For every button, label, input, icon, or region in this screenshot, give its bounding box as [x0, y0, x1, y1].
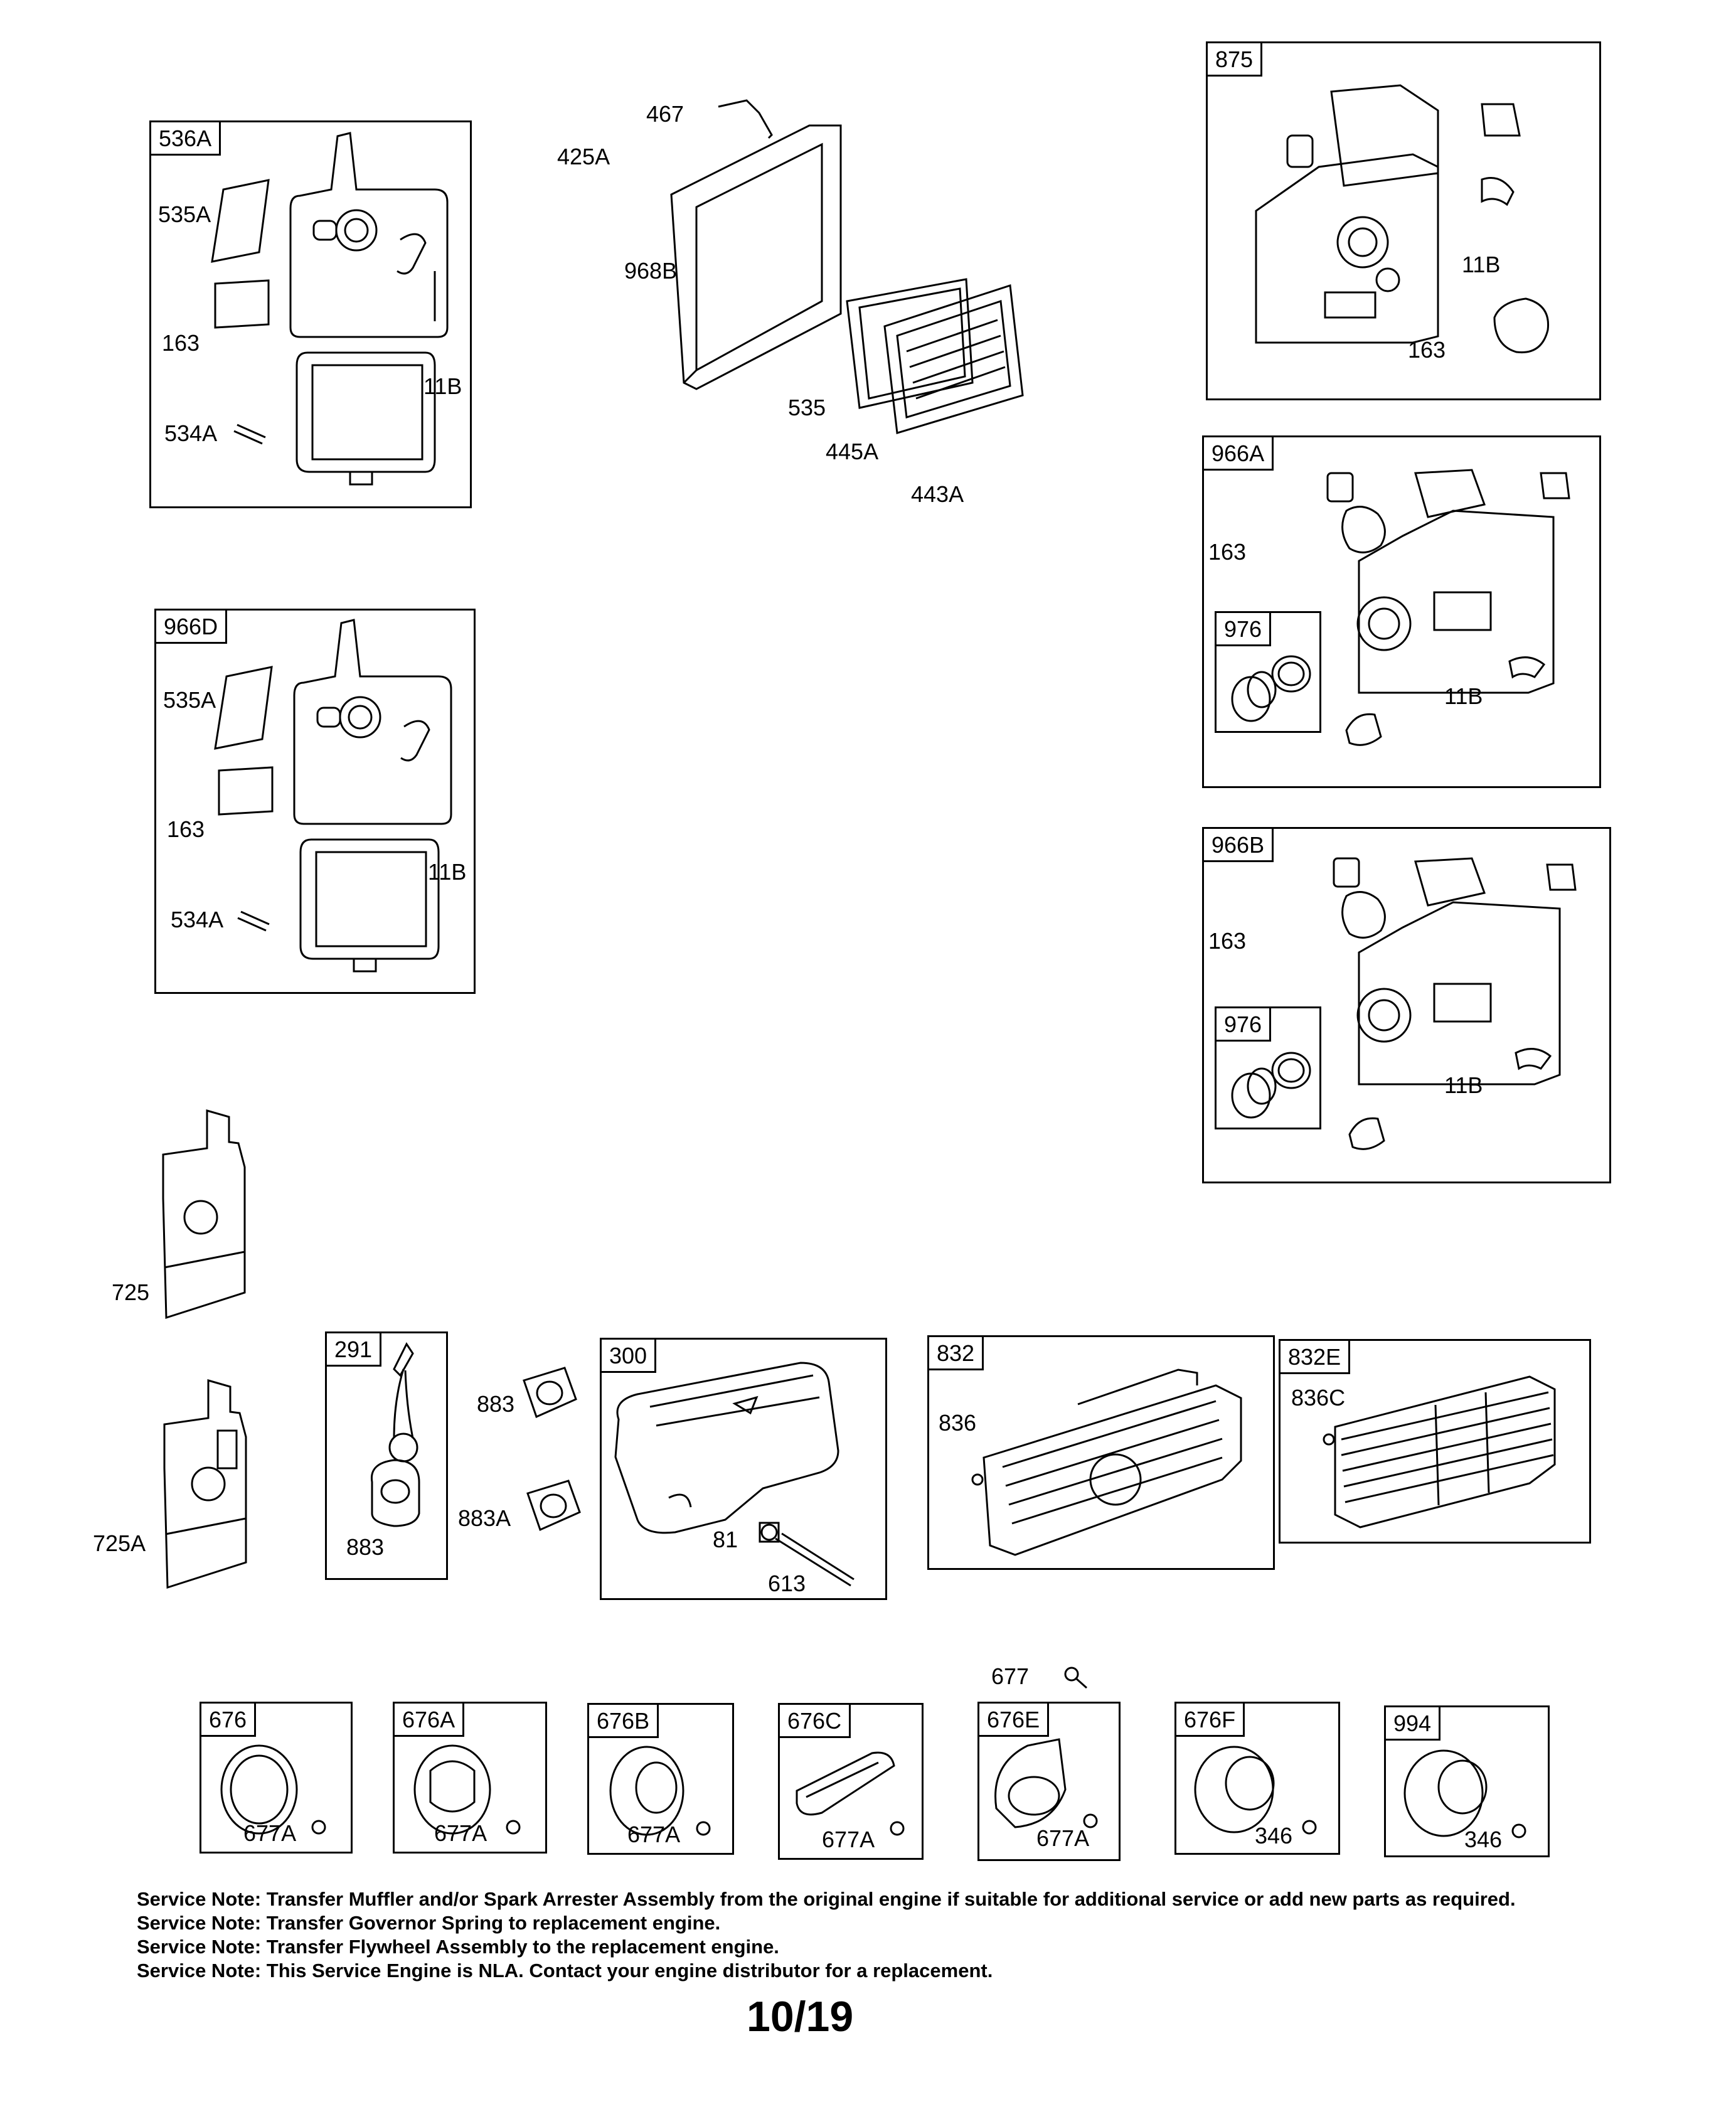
service-notes: Service Note: Transfer Muffler and/or Sp… — [137, 1887, 1516, 1983]
deflector-676-illustration — [200, 1702, 353, 1854]
box-tag: 676B — [589, 1705, 659, 1738]
box-966D: 966D — [154, 609, 476, 994]
box-tag: 875 — [1208, 43, 1263, 77]
carburetor-illustration — [1202, 827, 1611, 1183]
box-832E: 832E — [1279, 1339, 1591, 1544]
label-534A: 534A — [164, 420, 218, 446]
heat-shield-725A-illustration — [158, 1374, 265, 1594]
box-tag: 966D — [156, 611, 228, 644]
service-note: Service Note: This Service Engine is NLA… — [137, 1960, 993, 1982]
label-11B: 11B — [1462, 252, 1501, 277]
box-tag: 291 — [327, 1333, 382, 1367]
box-tag: 832E — [1281, 1341, 1351, 1374]
label-346: 346 — [1255, 1823, 1293, 1849]
label-163: 163 — [1208, 539, 1247, 565]
carburetor-illustration — [1206, 41, 1601, 400]
carburetor-illustration — [1202, 435, 1601, 788]
box-875: 875 — [1206, 41, 1601, 400]
label-677A: 677A — [822, 1827, 875, 1852]
gasket-883A-illustration — [518, 1475, 587, 1537]
label-677A: 677A — [243, 1820, 297, 1846]
label-725: 725 — [112, 1279, 150, 1305]
label-883: 883 — [477, 1391, 515, 1417]
label-535A: 535A — [158, 201, 211, 227]
label-11B: 11B — [1444, 683, 1483, 709]
box-676F: 676F — [1174, 1702, 1340, 1855]
label-467: 467 — [646, 101, 684, 127]
label-346: 346 — [1464, 1827, 1503, 1852]
box-tag: 676F — [1176, 1704, 1245, 1737]
air-cleaner-illustration — [149, 120, 472, 508]
label-613: 613 — [768, 1571, 806, 1596]
box-291: 291 — [325, 1331, 448, 1580]
box-tag: 994 — [1386, 1707, 1441, 1741]
box-tag: 966B — [1204, 829, 1274, 862]
label-425A: 425A — [557, 144, 610, 169]
label-883A: 883A — [458, 1505, 511, 1531]
label-677: 677 — [991, 1663, 1030, 1689]
box-tag: 676 — [201, 1704, 257, 1737]
box-tag: 300 — [602, 1340, 657, 1373]
box-tag: 676A — [395, 1704, 465, 1737]
page-number: 10/19 — [747, 1993, 854, 2041]
box-300: 300 — [600, 1338, 887, 1600]
muffler-guard-illustration — [1279, 1339, 1591, 1544]
screw-677-icon — [1060, 1663, 1092, 1694]
label-11B: 11B — [423, 373, 462, 399]
label-836C: 836C — [1291, 1385, 1346, 1411]
adapter-illustration — [1215, 1006, 1321, 1129]
box-tag: 832 — [929, 1337, 984, 1370]
service-note: Service Note: Transfer Muffler and/or Sp… — [137, 1888, 1516, 1910]
heat-shield-725-illustration — [157, 1104, 264, 1324]
deflector-676B-illustration — [587, 1703, 734, 1855]
label-535: 535 — [788, 395, 826, 420]
label-725A: 725A — [93, 1530, 146, 1556]
box-676C: 676C — [778, 1703, 924, 1860]
deflector-676E-illustration — [977, 1702, 1121, 1861]
label-163: 163 — [1408, 337, 1446, 363]
box-tag: 976 — [1217, 613, 1272, 646]
service-note: Service Note: Transfer Governor Spring t… — [137, 1912, 721, 1934]
deflector-676F-illustration — [1174, 1702, 1340, 1855]
spark-arrester-illustration — [325, 1331, 448, 1580]
box-tag: 676C — [780, 1705, 851, 1738]
label-11B: 11B — [1444, 1072, 1483, 1098]
muffler-guard-illustration — [927, 1335, 1275, 1570]
box-832: 832 — [927, 1335, 1275, 1570]
label-163: 163 — [162, 330, 200, 356]
label-445A: 445A — [826, 439, 879, 464]
adapter-illustration — [1215, 611, 1321, 733]
label-677A: 677A — [1036, 1825, 1090, 1851]
box-tag: 976 — [1217, 1008, 1272, 1042]
deflector-676A-illustration — [393, 1702, 547, 1854]
label-883: 883 — [346, 1534, 385, 1560]
service-note: Service Note: Transfer Flywheel Assembly… — [137, 1936, 779, 1958]
air-cleaner-illustration — [154, 609, 476, 994]
box-tag: 536A — [151, 122, 221, 156]
label-677A: 677A — [627, 1822, 681, 1847]
muffler-illustration — [600, 1338, 887, 1600]
box-536A: 536A — [149, 120, 472, 508]
deflector-994-illustration — [1384, 1705, 1550, 1857]
label-81: 81 — [713, 1527, 738, 1552]
box-tag: 676E — [979, 1704, 1050, 1737]
label-443A: 443A — [911, 481, 964, 507]
label-836: 836 — [939, 1410, 977, 1436]
label-968B: 968B — [624, 258, 678, 284]
label-535A: 535A — [163, 687, 216, 713]
box-994: 994 — [1384, 1705, 1550, 1857]
label-534A: 534A — [171, 907, 224, 932]
label-163: 163 — [1208, 928, 1247, 954]
label-11B: 11B — [428, 859, 467, 885]
deflector-676C-illustration — [778, 1703, 924, 1860]
air-filter-illustration — [659, 88, 1048, 477]
label-163: 163 — [167, 816, 205, 842]
label-677A: 677A — [434, 1820, 487, 1846]
box-tag: 966A — [1204, 437, 1274, 471]
gasket-883-illustration — [514, 1362, 583, 1424]
